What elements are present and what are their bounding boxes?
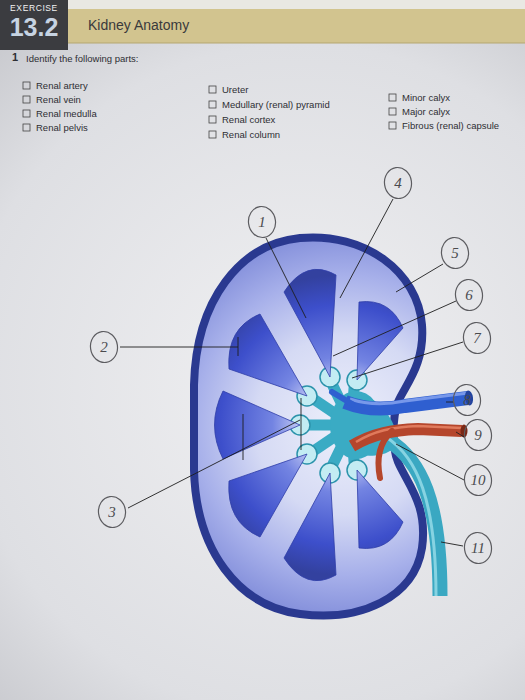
- callout-ellipse: [454, 278, 484, 312]
- part-name: Minor calyx: [402, 92, 450, 103]
- renal-artery: [352, 429, 462, 446]
- part-name: Fibrous (renal) capsule: [402, 120, 499, 131]
- artery-highlight: [356, 426, 462, 442]
- exercise-number: 13.2: [10, 13, 59, 41]
- callout-number: 4: [383, 166, 413, 200]
- part-name: Major calyx: [402, 106, 450, 117]
- part-name: Renal pelvis: [36, 122, 88, 133]
- callout-ellipse: [463, 531, 493, 565]
- callout-circle: 8: [452, 383, 482, 417]
- header-rule: [68, 43, 525, 44]
- callout-ellipse: [463, 463, 493, 497]
- part-name: Renal medulla: [36, 108, 97, 119]
- callout-number: 10: [463, 463, 493, 497]
- callout-number: 1: [247, 205, 277, 239]
- callout-number: 3: [97, 495, 127, 529]
- callout-circle: 2: [89, 330, 119, 364]
- callout-ellipse: [440, 236, 470, 270]
- callout-circle: 9: [463, 418, 493, 452]
- instruction: Identify the following parts:: [26, 53, 138, 64]
- callout-ellipse: [462, 321, 492, 355]
- part-name: Renal vein: [36, 94, 81, 105]
- callout-circle: 3: [97, 495, 127, 529]
- part-name: Renal column: [222, 129, 280, 140]
- callout-circle: 7: [462, 321, 492, 355]
- callout-ellipse: [247, 205, 277, 239]
- callout-number: 2: [89, 330, 119, 364]
- exercise-box: EXERCISE13.2: [0, 0, 68, 50]
- part-name: Medullary (renal) pyramid: [222, 99, 330, 110]
- callout-number: 8: [452, 383, 482, 417]
- callout-number: 5: [440, 236, 470, 270]
- minor-calyces: [290, 367, 367, 483]
- callout-number: 9: [463, 418, 493, 452]
- callout-circle: 11: [463, 531, 493, 565]
- header-band: [68, 9, 525, 43]
- callout-number: 11: [463, 531, 493, 565]
- callout-circle: 6: [454, 278, 484, 312]
- callout-ellipse: [89, 330, 119, 364]
- callout-circle: 4: [383, 166, 413, 200]
- callout-circle: 5: [440, 236, 470, 270]
- callout-ellipse: [383, 166, 413, 200]
- callout-circle: 10: [463, 463, 493, 497]
- callout-circle: 1: [247, 205, 277, 239]
- exercise-label: EXERCISE: [10, 3, 58, 13]
- callout-number: 6: [454, 278, 484, 312]
- artery-branch: [379, 431, 393, 478]
- medullary-pyramids: [215, 269, 404, 580]
- leader-lines: [120, 199, 464, 546]
- question-number: 1: [12, 51, 18, 63]
- kidney: [194, 237, 474, 615]
- callout-ellipse: [452, 383, 482, 417]
- callout-number: 7: [462, 321, 492, 355]
- vein-highlight: [350, 393, 468, 404]
- vein-branch: [332, 392, 352, 404]
- callout-ellipse: [97, 495, 127, 529]
- header-strip: [0, 0, 525, 9]
- part-name: Renal artery: [36, 80, 88, 91]
- part-name: Renal cortex: [222, 114, 275, 125]
- page-title: Kidney Anatomy: [88, 17, 189, 33]
- part-name: Ureter: [222, 84, 248, 95]
- callout-ellipse: [463, 418, 493, 452]
